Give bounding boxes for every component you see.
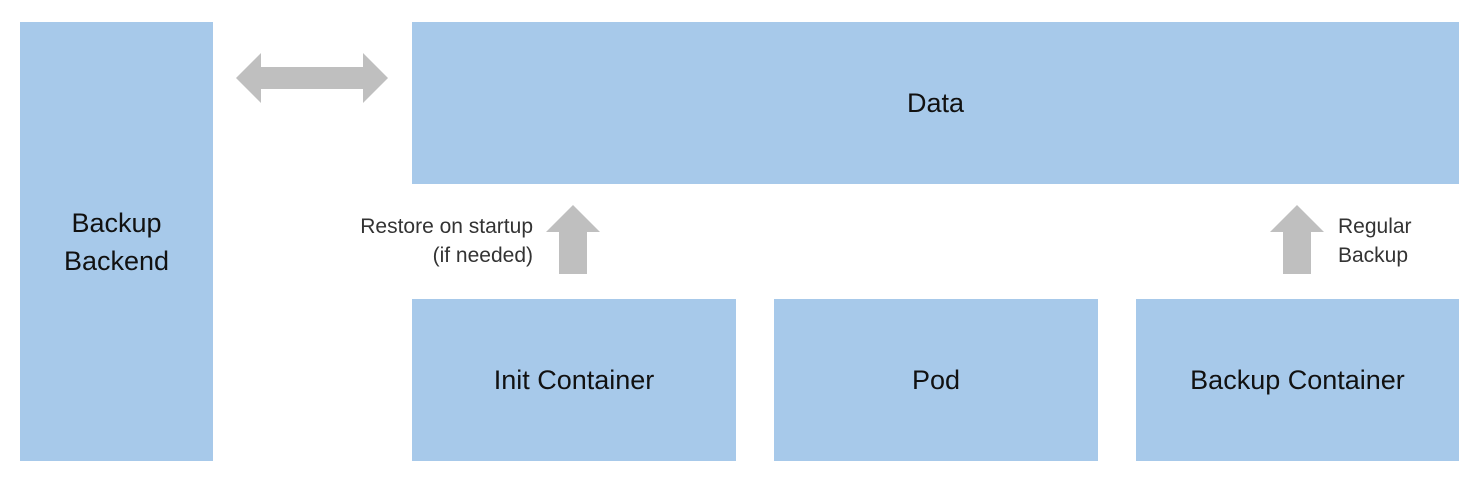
pod-box: Pod [774,299,1098,461]
regular-label-line2: Backup [1338,244,1409,267]
backup-backend-box: Backup Backend [20,22,213,461]
restore-up-arrow-icon [546,205,600,274]
backup-up-arrow-icon [1270,205,1324,274]
restore-label-line1: Restore on startup [360,215,533,238]
double-arrow-icon [236,53,388,103]
backup-backend-label-line1: Backup [71,207,162,238]
regular-label-line1: Regular [1338,215,1412,238]
backup-container-box: Backup Container [1136,299,1459,461]
data-label: Data [906,88,965,118]
backup-container-label: Backup Container [1190,365,1405,395]
data-box: Data [412,22,1459,184]
backup-backend-label-line2: Backend [63,245,170,276]
restore-label-line2: (if needed) [432,244,533,267]
init-container-label: Init Container [493,365,655,395]
pod-label: Pod [911,365,961,395]
restore-on-startup-label: Restore on startup (if needed) [360,212,533,270]
regular-backup-label: Regular Backup [1338,212,1412,270]
init-container-box: Init Container [412,299,736,461]
